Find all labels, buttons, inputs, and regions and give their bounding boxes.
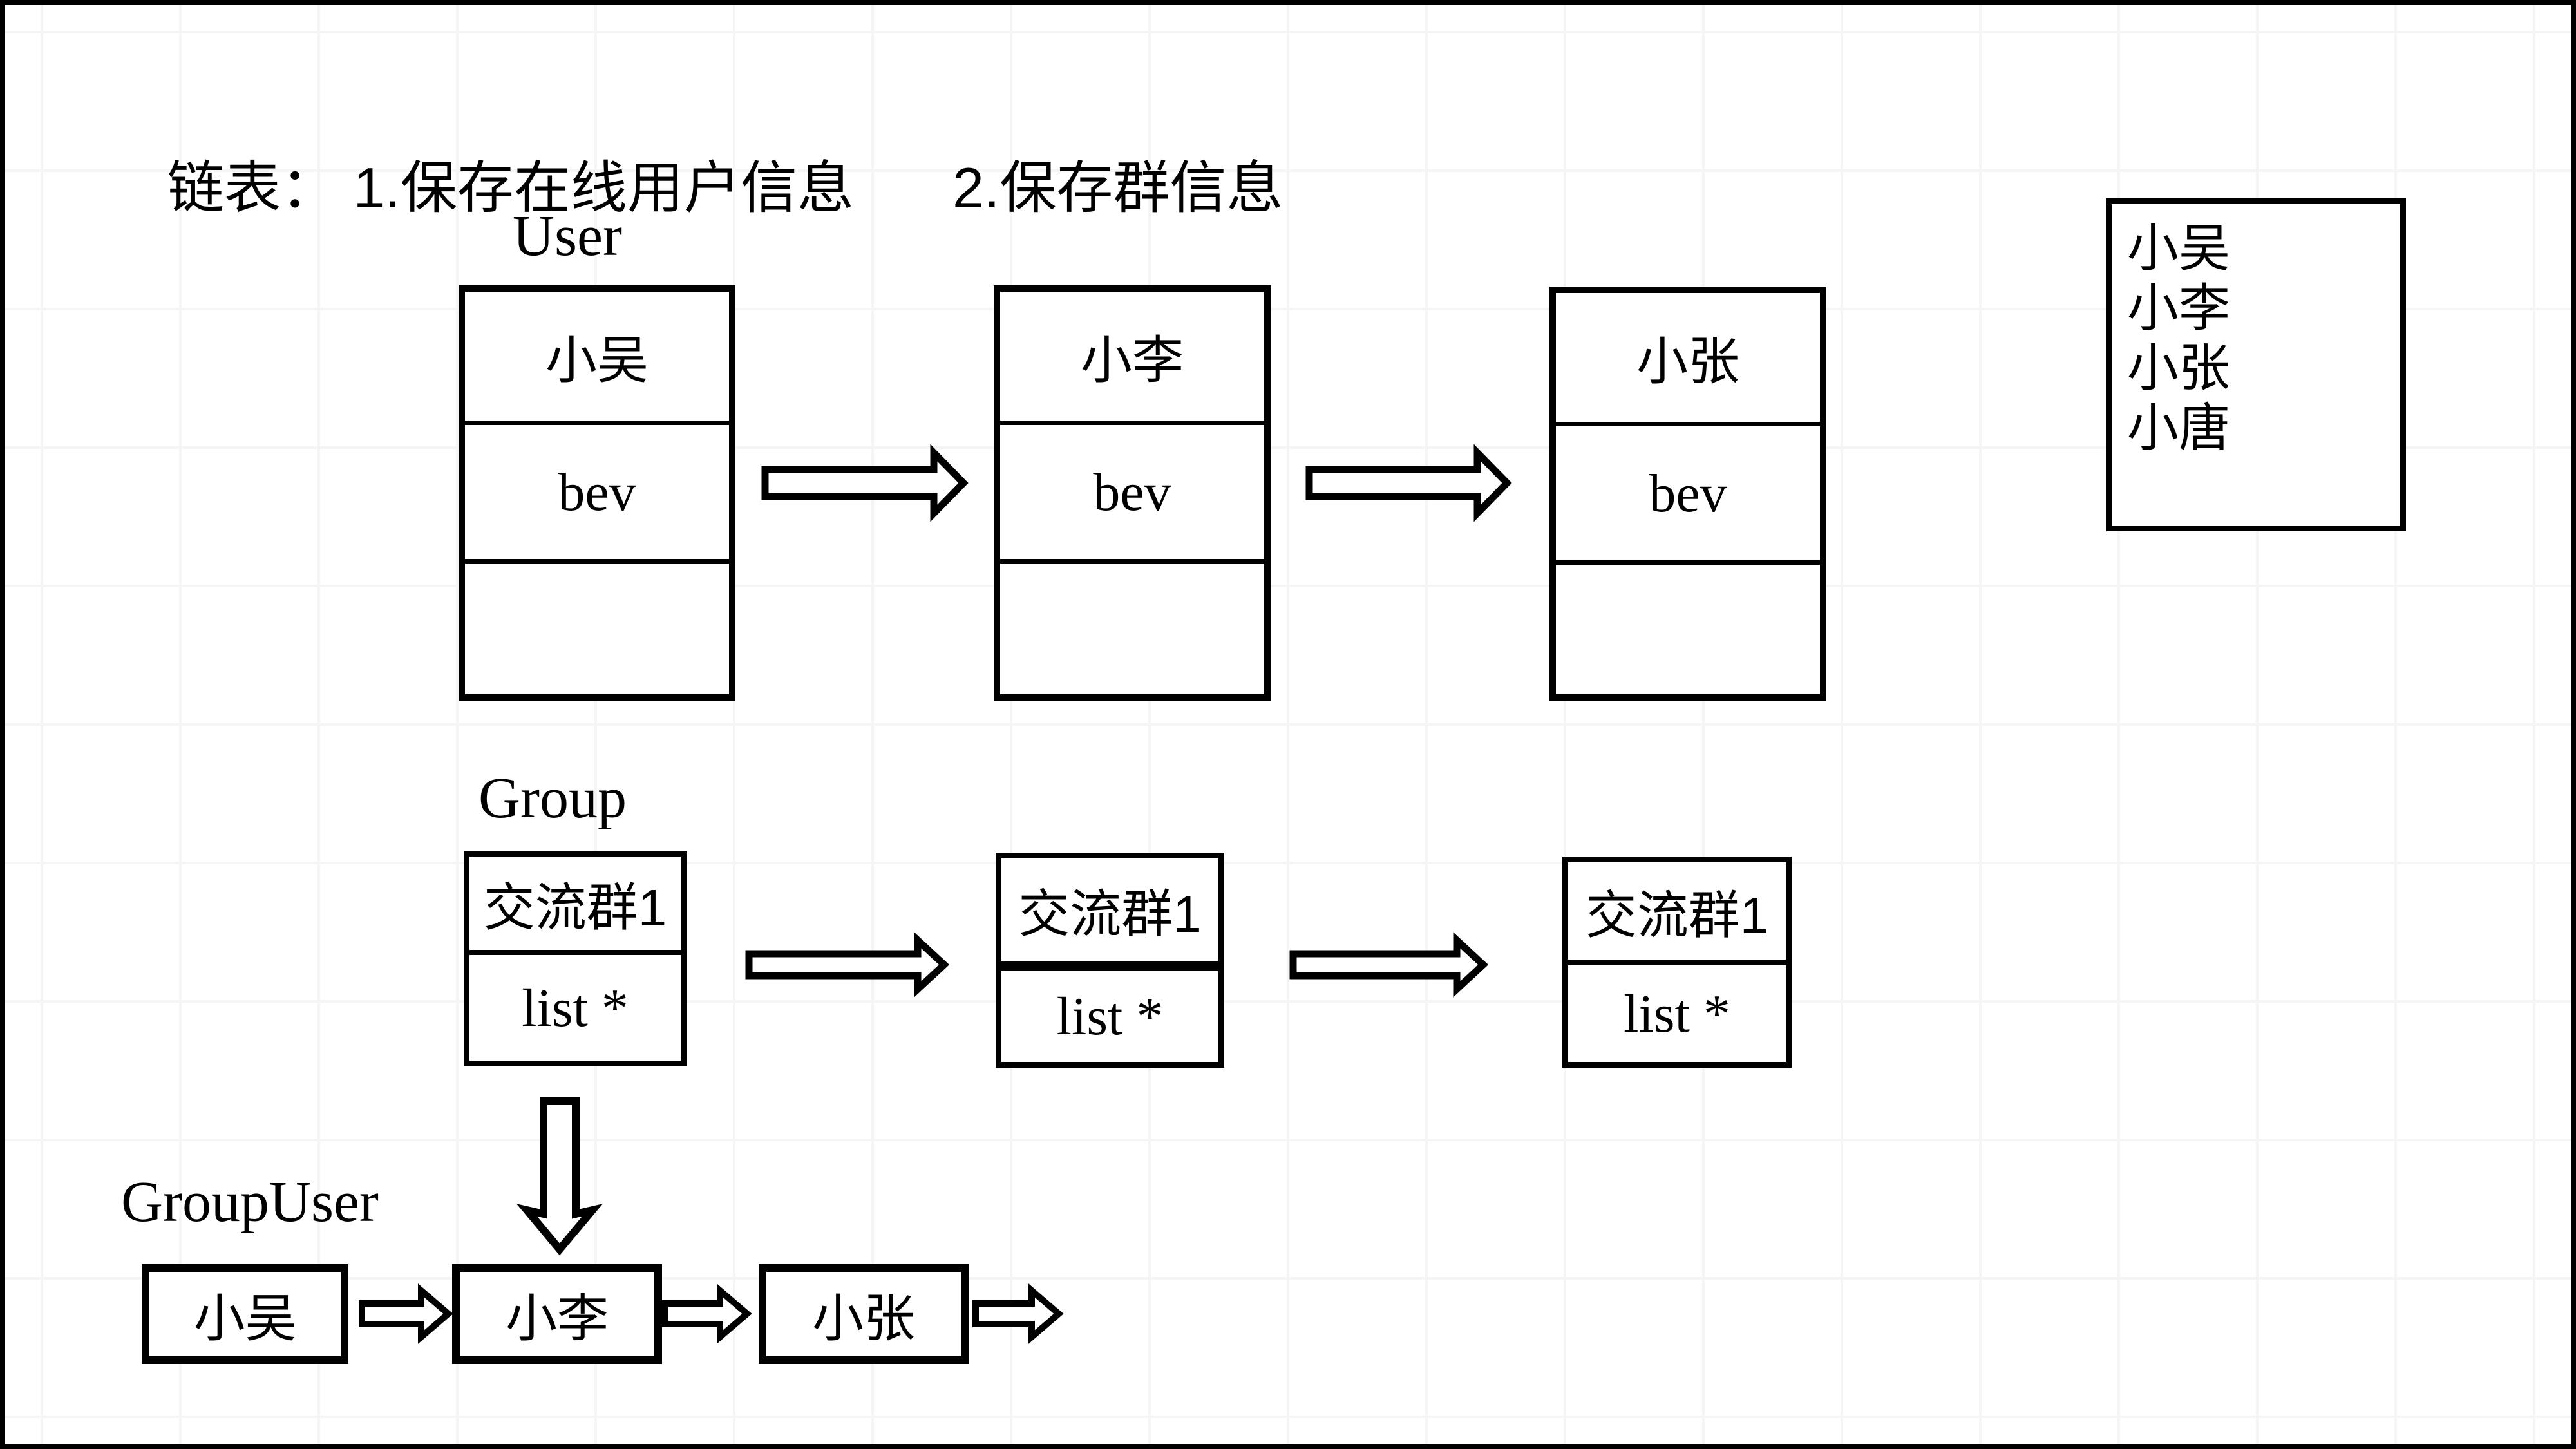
group-link-arrow-2-icon [1289, 932, 1489, 998]
user-node-2-name: 小李 [1081, 332, 1184, 389]
member-name-2: 小李 [2127, 279, 2230, 337]
user-node-2: 小李 bev [994, 285, 1271, 701]
group-node-2-field: list * [1056, 986, 1164, 1046]
group-node-3-field: list * [1624, 983, 1730, 1044]
groupuser-node-1: 小吴 [142, 1264, 348, 1364]
groupuser-node-2: 小李 [452, 1264, 662, 1364]
user-node-3-empty-cell [1556, 560, 1820, 694]
member-name-1: 小吴 [2127, 220, 2230, 277]
group-node-3-name: 交流群1 [1585, 886, 1769, 944]
user-node-3: 小张 bev [1549, 287, 1826, 701]
user-node-1-empty-cell [465, 559, 729, 694]
groupuser-link-arrow-1-icon [359, 1283, 453, 1344]
group-node-1: 交流群1 list * [464, 851, 687, 1066]
groupuser-link-arrow-2-icon [662, 1283, 752, 1344]
group-link-arrow-1-icon [745, 932, 950, 998]
group-to-groupuser-arrow-icon [516, 1097, 603, 1256]
user-link-arrow-1-icon [761, 444, 969, 522]
user-link-arrow-2-icon [1305, 444, 1512, 522]
user-node-1-field: bev [558, 462, 636, 522]
member-name-3: 小张 [2127, 339, 2230, 397]
group-node-2-name: 交流群1 [1018, 886, 1202, 943]
group-node-3: 交流群1 list * [1562, 857, 1792, 1068]
user-node-2-field: bev [1093, 462, 1171, 522]
groupuser-node-2-name: 小李 [506, 1289, 609, 1347]
group-list-label: Group [478, 766, 627, 830]
group-node-2: 交流群1 list * [996, 853, 1224, 1068]
groupuser-list-label: GroupUser [121, 1170, 379, 1234]
groupuser-node-3: 小张 [759, 1264, 969, 1364]
user-node-2-empty-cell [1000, 559, 1264, 694]
user-list-label: User [513, 204, 622, 268]
group-node-1-name: 交流群1 [483, 878, 667, 936]
heading-linked-list-notes-1: 链表： 1.保存在线用户信息 [167, 156, 854, 220]
groupuser-node-1-name: 小吴 [193, 1289, 297, 1347]
member-name-4: 小唐 [2127, 399, 2230, 457]
groupuser-node-3-name: 小张 [812, 1289, 915, 1347]
user-node-3-field: bev [1649, 463, 1727, 524]
user-node-1-name: 小吴 [545, 332, 649, 389]
groupuser-link-arrow-3-icon [972, 1283, 1064, 1344]
group-node-1-field: list * [522, 978, 629, 1038]
online-members-box: 小吴 小李 小张 小唐 [2106, 198, 2406, 531]
heading-linked-list-notes-2: 2.保存群信息 [952, 156, 1283, 220]
user-node-3-name: 小张 [1636, 333, 1739, 390]
user-node-1: 小吴 bev [459, 285, 735, 701]
